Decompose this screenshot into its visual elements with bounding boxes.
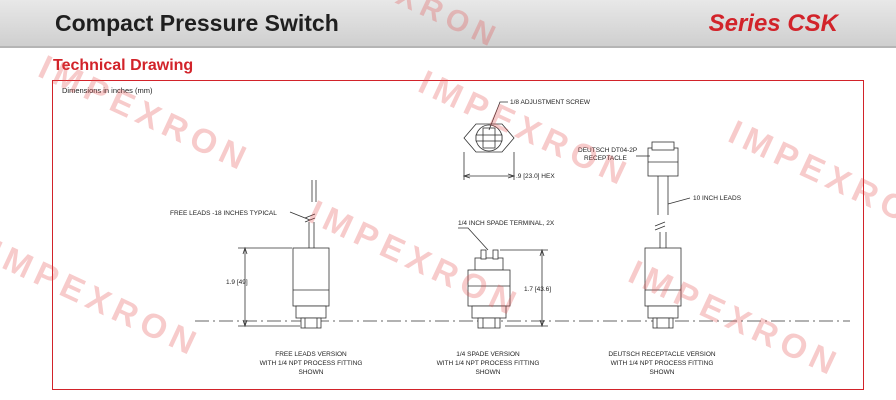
section-title: Technical Drawing (53, 57, 194, 74)
free-leads-caption-2: WITH 1/4 NPT PROCESS FITTING (260, 360, 363, 367)
free-leads-leader (289, 211, 311, 221)
free-leads-height-label: 1.9 [49] (226, 279, 248, 286)
free-leads-label: FREE LEADS -18 INCHES TYPICAL (170, 210, 277, 217)
hex-dimension-label: .9 [23.0] HEX (516, 173, 555, 180)
spade-height-label: 1.7 [43.6] (524, 286, 551, 293)
deutsch-receptacle-label-1: DEUTSCH DT04-2P (578, 147, 637, 154)
series-label: Series CSK (708, 10, 838, 37)
deutsch-switch (636, 141, 691, 329)
free-leads-caption-3: SHOWN (299, 369, 324, 376)
spade-caption-1: 1/4 SPADE VERSION (456, 351, 520, 358)
top-view-hex (462, 101, 516, 180)
spade-terminal-label: 1/4 INCH SPADE TERMINAL, 2X (458, 220, 555, 227)
page-header: Compact Pressure Switch Series CSK (0, 0, 896, 48)
free-leads-caption-1: FREE LEADS VERSION (275, 351, 347, 358)
deutsch-caption-1: DEUTSCH RECEPTACLE VERSION (608, 351, 715, 358)
drawing-frame (52, 80, 864, 390)
deutsch-caption-2: WITH 1/4 NPT PROCESS FITTING (611, 360, 714, 367)
deutsch-receptacle-label-2: RECEPTACLE (584, 155, 628, 162)
deutsch-leads-label: 10 INCH LEADS (693, 195, 742, 202)
adjustment-screw-label: 1/8 ADJUSTMENT SCREW (510, 99, 591, 106)
spade-caption-3: SHOWN (476, 369, 501, 376)
spade-switch (458, 227, 511, 329)
deutsch-caption-3: SHOWN (650, 369, 675, 376)
spade-caption-2: WITH 1/4 NPT PROCESS FITTING (437, 360, 540, 367)
spade-height-dimension (500, 248, 548, 328)
dimensions-note: Dimensions in inches (mm) (62, 86, 153, 95)
page-title: Compact Pressure Switch (55, 10, 339, 36)
free-leads-height-dimension (238, 246, 300, 328)
free-leads-switch (292, 180, 330, 329)
